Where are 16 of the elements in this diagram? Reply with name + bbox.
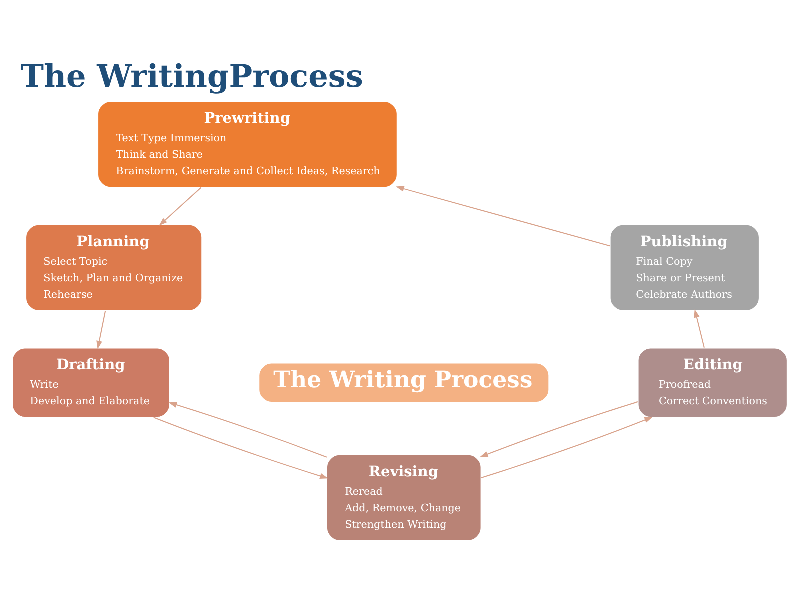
node-box: The Writing Process [258,362,550,404]
diagram-title: The WritingProcess [20,59,364,96]
node-box: Planning Select Topic Sketch, Plan and Organize Rehearse [26,224,203,312]
node-box: Publishing Final Copy Share or Present Celebrate Authors [610,224,760,312]
arrow [168,402,328,458]
node-box: Editing Proofread Correct Conventions [638,348,788,418]
arrow [96,310,106,350]
node-box: Drafting Write Develop and Elaborate [12,348,171,418]
arrow [694,309,705,348]
arrow [396,186,610,247]
arrow [159,187,202,226]
node-box: Prewriting Text Type Immersion Think and Share Brainstorm, Generate and Collect Ideas, Research [98,101,398,188]
arrow [480,402,638,458]
arrow [481,417,653,478]
arrow [154,417,328,479]
node-box: Revising Reread Add, Remove, Change Strengthen Writing [326,454,482,542]
